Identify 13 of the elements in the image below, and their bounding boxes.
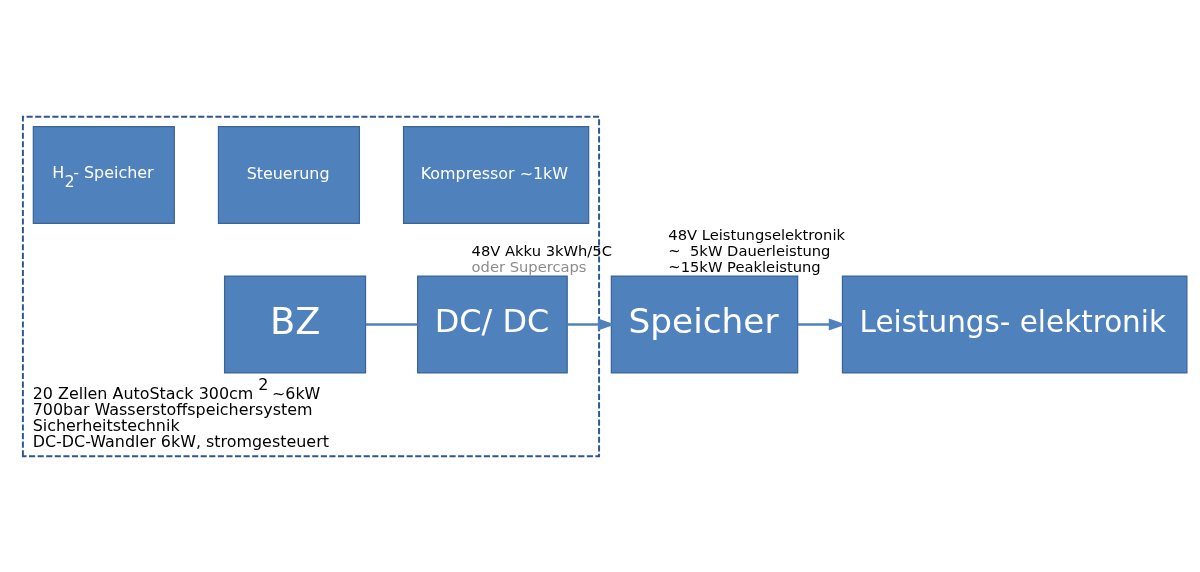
node-box: Steuerung [217, 125, 361, 224]
node-label: 48V Leistungselektronik [668, 225, 845, 243]
node-box: Leistungs- elektronik [841, 274, 1188, 374]
node-label: ~15kW Peakleistung [668, 257, 821, 275]
node-label: 48V Akku 3kWh/5C [471, 241, 612, 259]
arrow [797, 318, 846, 330]
node-box: Kompressor ~1kW [402, 125, 590, 224]
node-box: Speicher [610, 274, 799, 374]
connector [365, 322, 418, 326]
node-label: ~ 5kW Dauerleistung [668, 241, 831, 259]
node-box: DC/ DC [417, 274, 568, 374]
node-label: oder Supercaps [471, 257, 587, 275]
node-box: BZ [223, 274, 367, 374]
